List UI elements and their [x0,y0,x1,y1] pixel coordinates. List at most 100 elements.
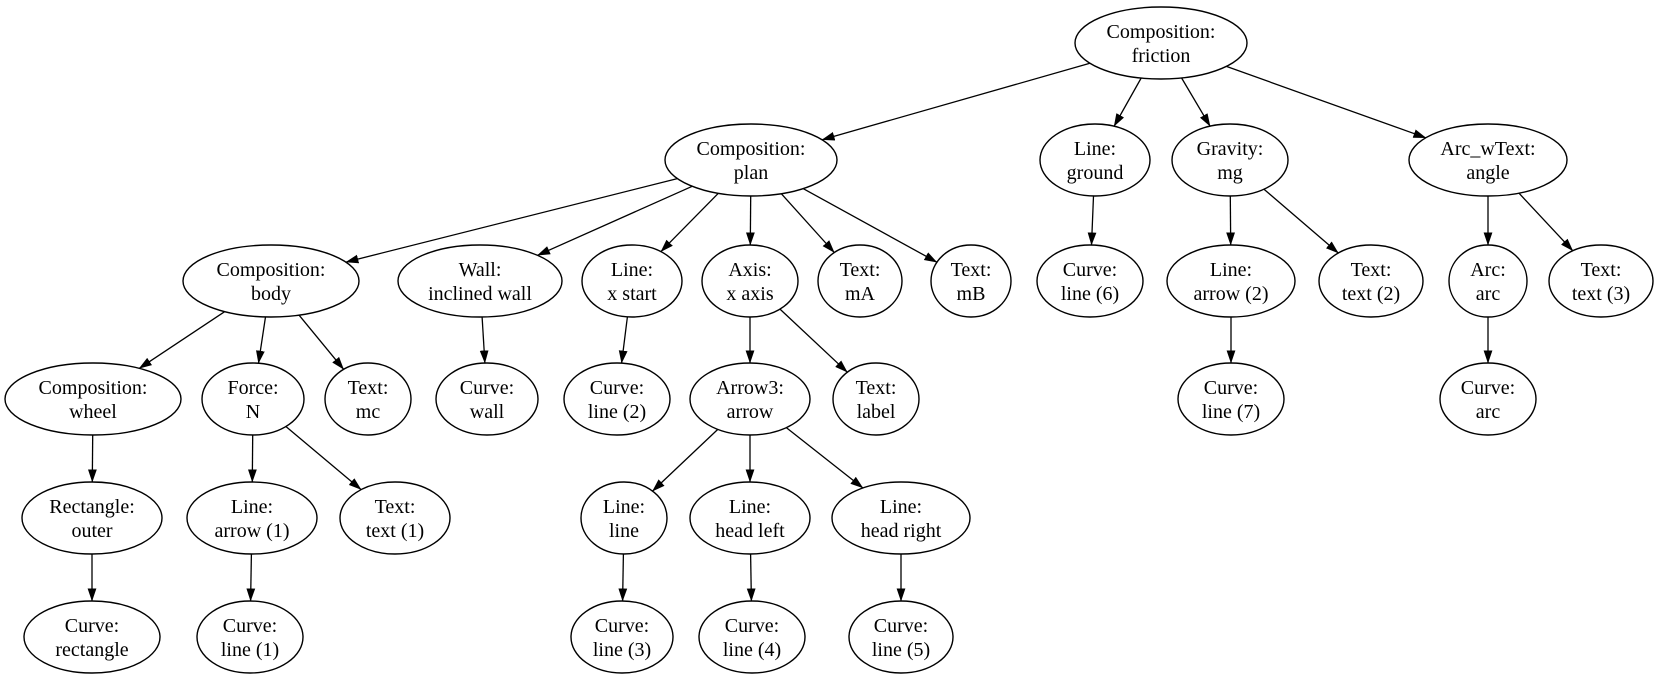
node-ellipse [832,362,920,436]
edge-friction-plan [821,62,1091,141]
node-label-name: line (1) [221,639,279,661]
node-ellipse [21,481,163,555]
node-plan: Composition:plan [664,123,838,197]
node-curve-rectangle: Curve:rectangle [23,600,161,674]
node-ellipse [1074,6,1248,80]
node-ellipse [689,362,811,436]
node-head-left: Line:head left [689,481,811,555]
node-ellipse [580,481,668,555]
node-label-type: Curve: [460,377,514,399]
edge-layer [87,62,1574,602]
node-ellipse [698,600,806,674]
node-ellipse [1448,244,1528,318]
node-label-type: Curve: [874,615,928,637]
node-ellipse [1177,362,1285,436]
node-label-name: friction [1132,45,1191,67]
node-label-type: Curve: [590,377,644,399]
node-rect-outer: Rectangle:outer [21,481,163,555]
node-label-name: label [857,401,896,423]
node-ellipse [397,244,563,318]
node-curve-wall: Curve:wall [435,362,539,436]
node-label-name: body [251,283,291,305]
node-ellipse [1408,123,1568,197]
edge-x-axis-text-label [779,308,848,373]
edge-body-force-n [256,316,267,364]
node-label-type: Wall: [459,259,502,281]
node-label-type: Curve: [1461,377,1515,399]
node-label-name: x axis [726,283,773,305]
node-x-axis: Axis:x axis [701,244,799,318]
node-label-name: rectangle [55,639,128,661]
node-label-type: Line: [231,496,273,518]
node-label-type: Curve: [65,615,119,637]
node-ellipse [689,481,811,555]
node-label-type: Composition: [217,259,326,281]
edge-friction-mg [1181,77,1211,127]
node-curve-line-6: Curve:line (6) [1036,244,1144,318]
node-text-text-3: Text:text (3) [1548,244,1654,318]
node-label-name: head right [861,520,942,542]
node-label-name: line (3) [593,639,651,661]
node-label-name: outer [71,520,112,542]
node-ellipse [23,600,161,674]
node-curve-line-1: Curve:line (1) [196,600,304,674]
node-friction: Composition:friction [1074,6,1248,80]
node-curve-line-7: Curve:line (7) [1177,362,1285,436]
node-label-type: Arc_wText: [1440,138,1535,160]
node-ellipse [201,362,305,436]
node-ellipse [1548,244,1654,318]
node-ellipse [324,362,412,436]
node-ellipse [1166,244,1296,318]
node-label-type: Line: [729,496,771,518]
node-label-type: Line: [1074,138,1116,160]
edge-wall-curve-wall [479,316,489,364]
node-ellipse [930,244,1012,318]
node-curve-arc: Curve:arc [1439,362,1537,436]
node-ellipse [701,244,799,318]
node-label-name: line (2) [588,401,646,423]
edge-body-wheel [138,311,226,369]
node-label-type: Composition: [1107,21,1216,43]
node-label-name: plan [734,162,768,184]
node-ellipse [831,481,971,555]
edge-mg-text-text-2 [1263,188,1339,254]
node-label-name: N [246,401,260,423]
node-label-type: Text: [856,377,897,399]
edge-line-arrow-1-curve-line-1 [246,553,256,602]
node-wall: Wall:inclined wall [397,244,563,318]
node-ellipse [4,362,182,436]
node-label-type: Text: [375,496,416,518]
node-text-label: Text:label [832,362,920,436]
node-wheel: Composition:wheel [4,362,182,436]
edge-angle-text-text-3 [1518,192,1574,252]
node-label-type: Line: [880,496,922,518]
node-label-name: arrow (1) [215,520,290,542]
node-label-name: arc [1476,401,1501,423]
edge-arrow3-line-line [652,428,719,492]
node-mg: Gravity:mg [1171,123,1289,197]
edge-force-n-text-text-1 [285,426,362,491]
edge-plan-x-start [660,192,719,253]
node-ellipse [563,362,671,436]
node-label-name: inclined wall [428,283,532,305]
node-ellipse [196,600,304,674]
node-ellipse [581,244,683,318]
node-label-type: Curve: [595,615,649,637]
node-label-name: line (6) [1061,283,1119,305]
node-ellipse [848,600,954,674]
node-text-text-1: Text:text (1) [339,481,451,555]
node-line-line: Line:line [580,481,668,555]
node-label-name: line (4) [723,639,781,661]
node-label-name: head left [715,520,785,542]
node-label-type: Arrow3: [716,377,784,399]
node-ellipse [186,481,318,555]
node-label-type: Curve: [223,615,277,637]
node-label-type: Line: [603,496,645,518]
node-label-name: mc [356,401,381,423]
node-label-name: mB [957,283,986,305]
edge-friction-angle [1226,65,1427,139]
node-label-type: Composition: [39,377,148,399]
node-label-type: Arc: [1470,259,1506,281]
node-label-type: Text: [348,377,389,399]
node-label-type: Curve: [725,615,779,637]
